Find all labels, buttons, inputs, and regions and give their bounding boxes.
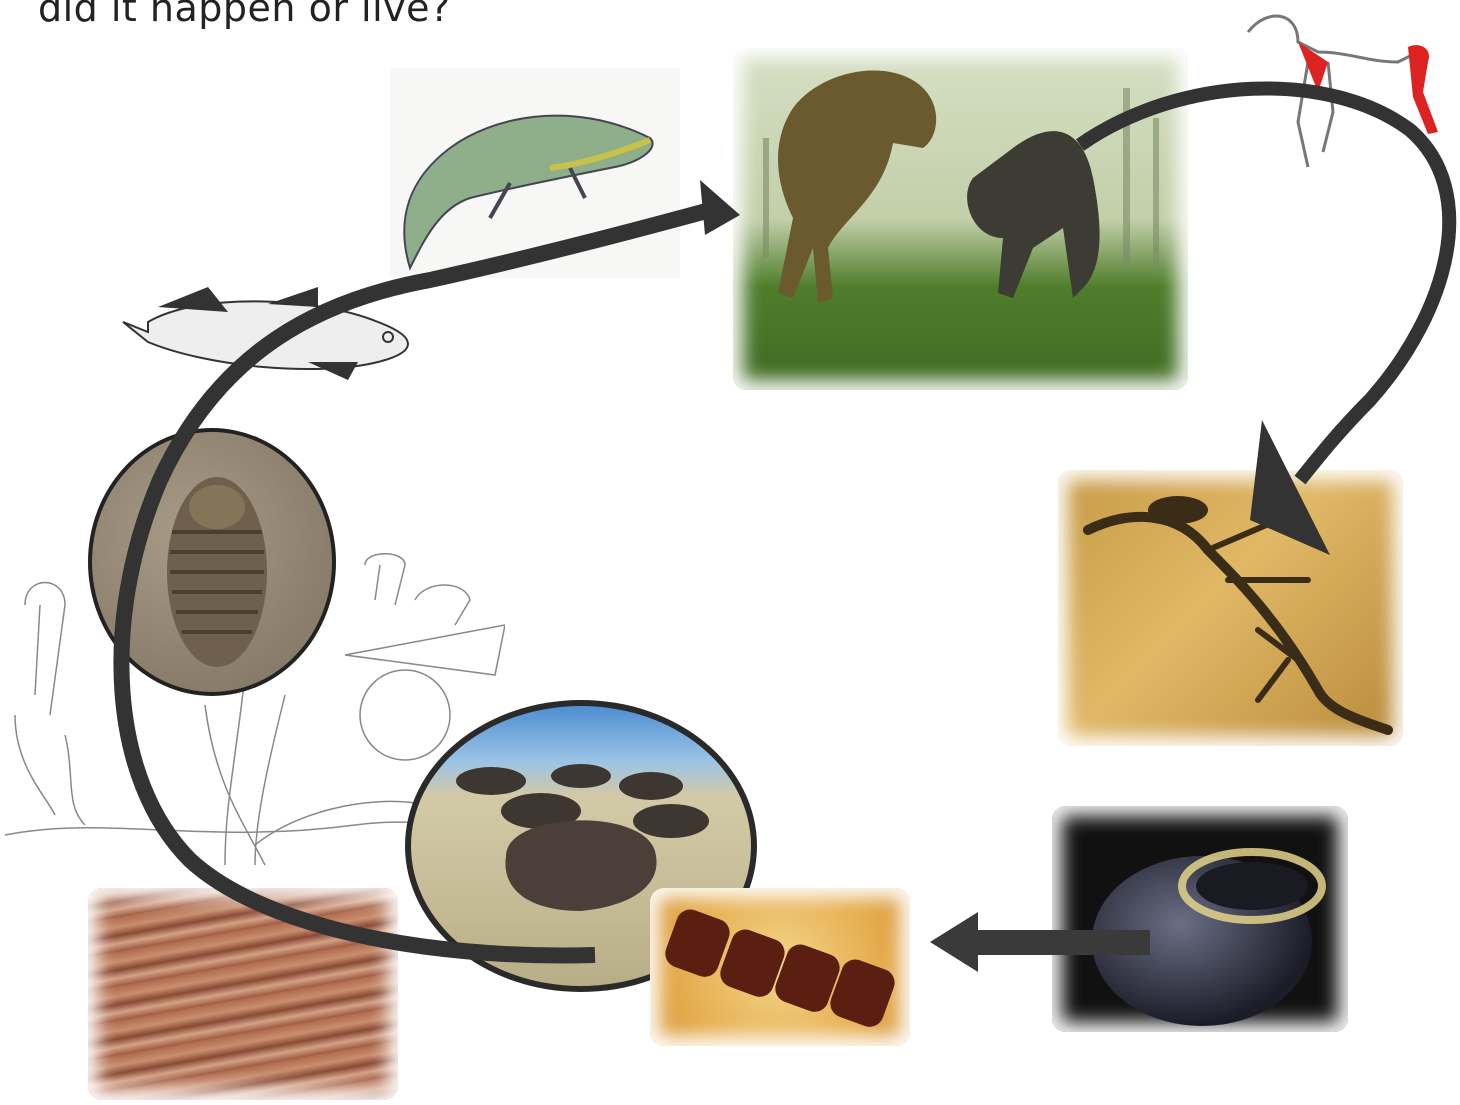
lobe-finned-fish-image [118,282,423,382]
fish-drawing [118,282,423,382]
fossil-drawing [1058,470,1403,746]
early-earth-image [1052,806,1348,1032]
banded-iron-rock-image [88,888,398,1100]
planet-drawing [1052,806,1348,1032]
tetrapod-drawing [390,68,680,278]
dinosaurs-image [733,48,1188,390]
dinosaurs-drawing [733,48,1188,390]
page-title: did it happen or live? [38,0,451,30]
trilobite-drawing [92,432,332,692]
skeleton-drawing [1238,2,1448,172]
early-tetrapod-image [390,68,680,278]
bacteria-drawing [650,888,910,1046]
mammal-fossil-image [1058,470,1403,746]
left-arrow-head [930,912,978,972]
trilobite-fossil-image [88,428,336,696]
cyanobacteria-chain-image [650,888,910,1046]
bird-skeleton-image [1238,2,1448,172]
